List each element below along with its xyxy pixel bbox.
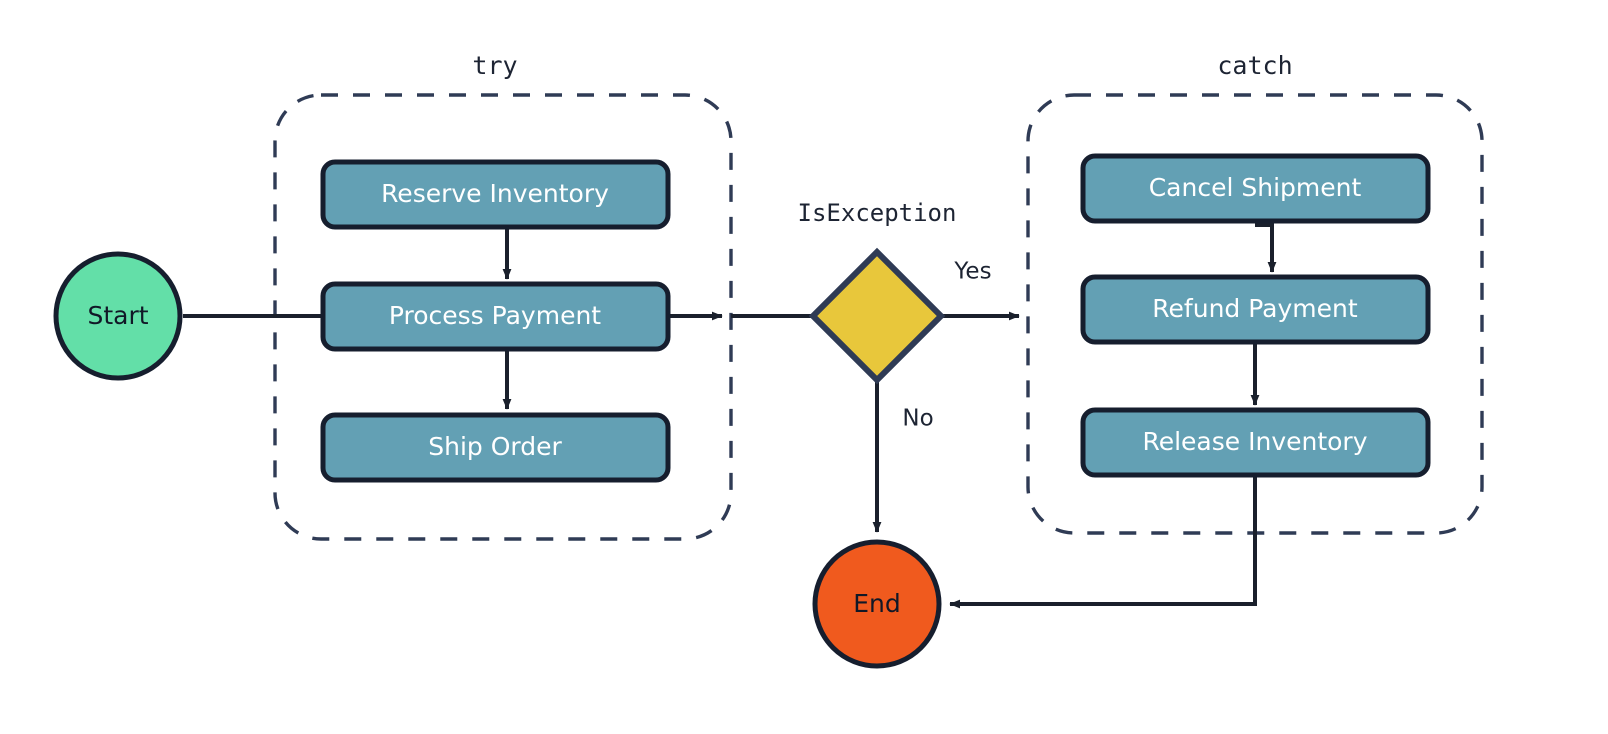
node-process-payment[interactable]: Process Payment: [320, 281, 671, 352]
node-ship-order-label: Ship Order: [428, 432, 562, 461]
edge-release-to-end: [949, 470, 1257, 609]
edge-cancel-to-refund: [1255, 223, 1277, 273]
node-refund-payment[interactable]: Refund Payment: [1080, 274, 1431, 345]
node-cancel-shipment[interactable]: Cancel Shipment: [1080, 153, 1431, 224]
node-start[interactable]: Start: [53, 251, 183, 381]
node-cancel-shipment-label: Cancel Shipment: [1149, 173, 1362, 202]
cluster-catch-label: catch: [1217, 51, 1292, 80]
node-process-payment-shape[interactable]: [320, 281, 671, 352]
node-process-payment-label: Process Payment: [389, 301, 601, 330]
node-cancel-shipment-shape[interactable]: [1080, 153, 1431, 224]
node-release-inventory[interactable]: Release Inventory: [1080, 407, 1431, 478]
node-release-inventory-shape[interactable]: [1080, 407, 1431, 478]
node-end[interactable]: End: [812, 539, 942, 669]
node-end-shape[interactable]: [812, 539, 942, 669]
node-is-exception-label: IsException: [798, 199, 957, 227]
node-ship-order[interactable]: Ship Order: [320, 412, 671, 483]
node-is-exception[interactable]: IsException: [798, 199, 957, 385]
node-start-label: Start: [87, 301, 148, 330]
cluster-try-label: try: [472, 51, 517, 80]
node-reserve-inventory-shape[interactable]: [320, 159, 671, 230]
edge-label-no: No: [902, 406, 933, 432]
node-reserve-inventory[interactable]: Reserve Inventory: [320, 159, 671, 230]
edge-labels-layer: Yes No: [902, 259, 991, 432]
node-refund-payment-label: Refund Payment: [1152, 294, 1358, 323]
node-release-inventory-label: Release Inventory: [1142, 427, 1367, 456]
edge-label-yes: Yes: [953, 259, 991, 285]
node-end-label: End: [853, 589, 901, 618]
node-is-exception-shape[interactable]: [808, 247, 946, 385]
node-start-shape[interactable]: [53, 251, 183, 381]
node-refund-payment-shape[interactable]: [1080, 274, 1431, 345]
node-ship-order-shape[interactable]: [320, 412, 671, 483]
node-reserve-inventory-label: Reserve Inventory: [381, 179, 609, 208]
